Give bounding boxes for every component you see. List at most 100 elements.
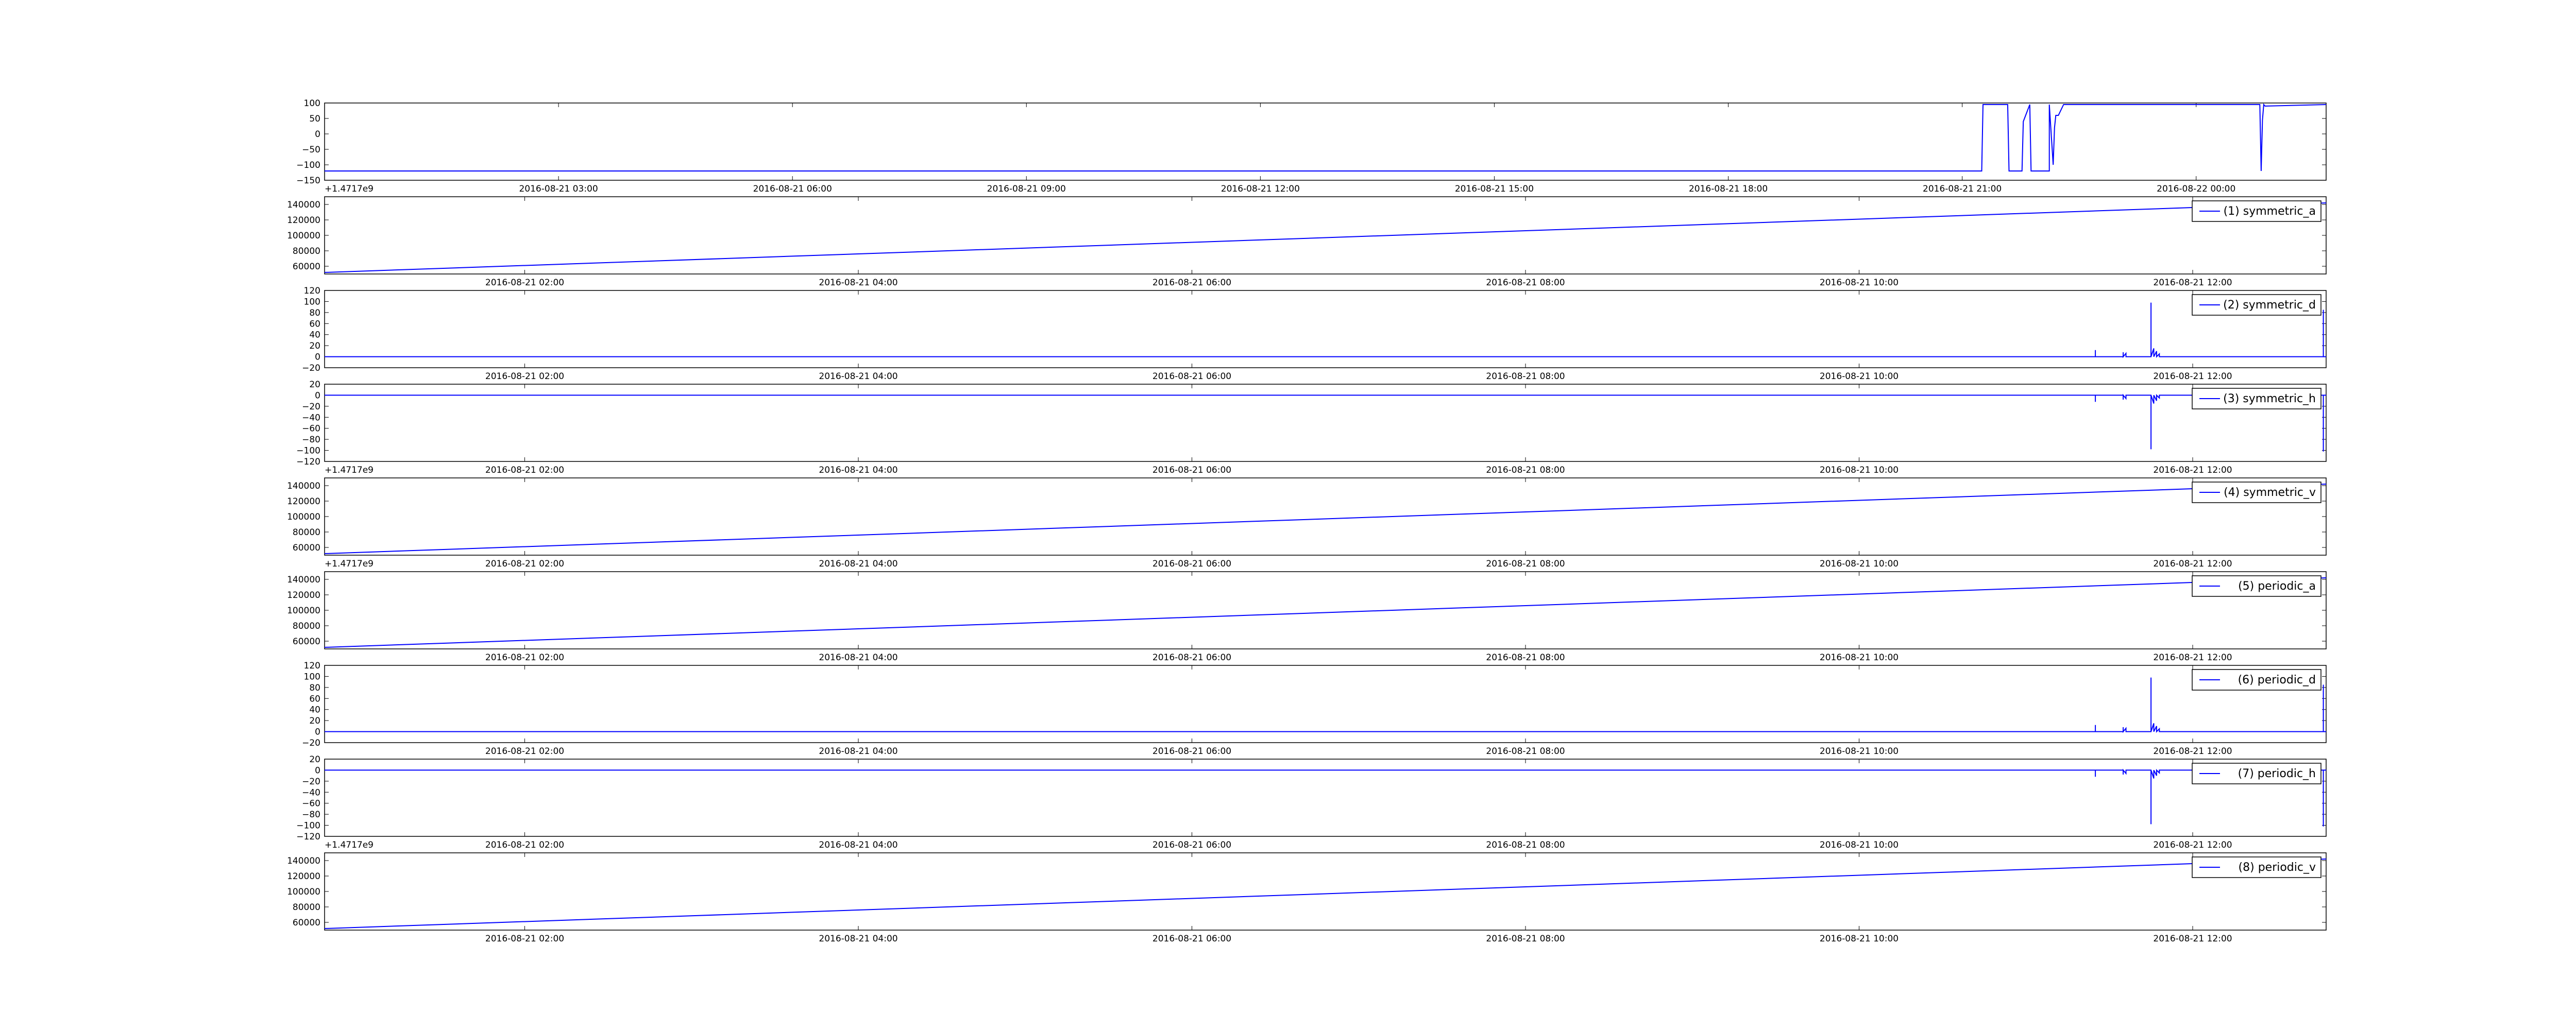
x-tick-label: 2016-08-21 15:00 xyxy=(1455,184,1534,194)
x-tick-label: 2016-08-21 10:00 xyxy=(1820,465,1899,475)
y-tick-label: 120000 xyxy=(287,871,320,882)
x-tick-label: 2016-08-21 02:00 xyxy=(485,371,564,382)
x-tick-label: 2016-08-21 08:00 xyxy=(1486,653,1565,663)
y-tick-label: 120000 xyxy=(287,215,320,226)
legend-label: (2) symmetric_d xyxy=(2223,299,2316,312)
y-tick-label: −60 xyxy=(302,424,320,434)
legend: (4) symmetric_v xyxy=(2192,482,2321,503)
y-tick-label: −150 xyxy=(296,176,320,186)
x-tick-label: 2016-08-21 04:00 xyxy=(819,559,897,569)
offset-text: +1.4717e9 xyxy=(325,184,374,194)
series-line xyxy=(324,859,2327,929)
x-tick-label: 2016-08-21 06:00 xyxy=(1153,934,1231,944)
y-tick-label: 20 xyxy=(309,754,320,765)
y-tick-label: 140000 xyxy=(287,481,320,491)
y-tick-label: 140000 xyxy=(287,856,320,866)
legend: (7) periodic_h xyxy=(2192,763,2321,784)
x-tick-label: 2016-08-21 02:00 xyxy=(485,934,564,944)
legend: (2) symmetric_d xyxy=(2192,294,2321,316)
y-tick-label: 140000 xyxy=(287,575,320,585)
y-tick-label: 0 xyxy=(315,727,320,737)
x-tick-label: 2016-08-21 08:00 xyxy=(1486,371,1565,382)
x-tick-label: 2016-08-21 04:00 xyxy=(819,653,897,663)
x-tick-label: 2016-08-21 12:00 xyxy=(2153,840,2232,850)
y-tick-label: 0 xyxy=(315,129,320,140)
x-tick-label: 2016-08-21 06:00 xyxy=(1153,746,1231,757)
x-tick-label: 2016-08-22 00:00 xyxy=(2157,184,2235,194)
y-tick-label: 60000 xyxy=(293,637,320,647)
x-tick-label: 2016-08-21 06:00 xyxy=(1153,371,1231,382)
x-tick-label: 2016-08-21 04:00 xyxy=(819,278,897,288)
y-tick-label: 60000 xyxy=(293,918,320,928)
x-tick-label: 2016-08-21 10:00 xyxy=(1820,371,1899,382)
legend: (8) periodic_v xyxy=(2192,856,2321,878)
offset-text: +1.4717e9 xyxy=(325,840,374,850)
y-tick-label: 20 xyxy=(309,341,320,351)
plot-frame xyxy=(324,102,2327,181)
legend-label: (3) symmetric_h xyxy=(2223,392,2316,405)
offset-text: +1.4717e9 xyxy=(325,465,374,475)
y-tick-label: 0 xyxy=(315,390,320,401)
y-tick-label: 0 xyxy=(315,765,320,776)
y-tick-label: 80 xyxy=(309,683,320,693)
plot-frame xyxy=(324,290,2327,368)
series-line xyxy=(325,103,2327,171)
x-tick-label: 2016-08-21 04:00 xyxy=(819,465,897,475)
offset-text: +1.4717e9 xyxy=(325,559,374,569)
y-tick-label: −120 xyxy=(296,457,320,467)
y-tick-label: −50 xyxy=(302,145,320,155)
y-tick-label: 60000 xyxy=(293,543,320,553)
y-tick-label: 80000 xyxy=(293,246,320,256)
x-tick-label: 2016-08-21 10:00 xyxy=(1820,278,1899,288)
x-tick-label: 2016-08-21 06:00 xyxy=(1153,559,1231,569)
y-tick-label: 120 xyxy=(304,286,320,296)
x-tick-label: 2016-08-21 10:00 xyxy=(1820,840,1899,850)
y-tick-label: −100 xyxy=(296,446,320,456)
x-tick-label: 2016-08-21 12:00 xyxy=(2153,371,2232,382)
x-tick-label: 2016-08-21 10:00 xyxy=(1820,559,1899,569)
x-tick-label: 2016-08-21 04:00 xyxy=(819,746,897,757)
y-tick-label: 140000 xyxy=(287,200,320,210)
x-tick-label: 2016-08-21 18:00 xyxy=(1689,184,1768,194)
y-tick-label: 40 xyxy=(309,705,320,715)
x-tick-label: 2016-08-21 09:00 xyxy=(987,184,1066,194)
x-tick-label: 2016-08-21 08:00 xyxy=(1486,278,1565,288)
y-tick-label: −120 xyxy=(296,832,320,842)
y-tick-label: 80000 xyxy=(293,527,320,538)
x-tick-label: 2016-08-21 08:00 xyxy=(1486,746,1565,757)
y-tick-label: 80 xyxy=(309,308,320,318)
legend: (6) periodic_d xyxy=(2192,669,2321,691)
y-tick-label: −20 xyxy=(302,363,320,373)
series-line xyxy=(324,202,2327,273)
y-tick-label: 80000 xyxy=(293,902,320,913)
x-tick-label: 2016-08-21 02:00 xyxy=(485,559,564,569)
y-tick-label: 100000 xyxy=(287,887,320,897)
x-tick-label: 2016-08-21 10:00 xyxy=(1820,653,1899,663)
legend-label: (7) periodic_h xyxy=(2238,767,2316,780)
legend: (1) symmetric_a xyxy=(2192,200,2321,222)
y-tick-label: 20 xyxy=(309,716,320,726)
y-tick-label: 120000 xyxy=(287,496,320,507)
legend-label: (1) symmetric_a xyxy=(2224,205,2316,218)
series-line xyxy=(324,577,2327,648)
x-tick-label: 2016-08-21 06:00 xyxy=(1153,840,1231,850)
x-tick-label: 2016-08-21 12:00 xyxy=(2153,278,2232,288)
x-tick-label: 2016-08-21 21:00 xyxy=(1923,184,2002,194)
chart-panel-5: 140000 120000 100000 80000 60000 2016-08-21 0… xyxy=(287,477,2327,569)
y-tick-label: 100000 xyxy=(287,512,320,522)
x-tick-label: 2016-08-21 10:00 xyxy=(1820,934,1899,944)
legend-label: (5) periodic_a xyxy=(2238,580,2316,593)
y-tick-label: 40 xyxy=(309,330,320,340)
x-tick-label: 2016-08-21 06:00 xyxy=(1153,653,1231,663)
x-tick-label: 2016-08-21 08:00 xyxy=(1486,840,1565,850)
y-tick-label: 120 xyxy=(304,661,320,671)
y-tick-label: 0 xyxy=(315,352,320,363)
x-tick-label: 2016-08-21 02:00 xyxy=(485,465,564,475)
chart-panel-9: 140000 120000 100000 80000 60000 2016-08-21 0… xyxy=(287,852,2327,944)
x-tick-label: 2016-08-21 02:00 xyxy=(485,840,564,850)
y-tick-label: −60 xyxy=(302,799,320,809)
